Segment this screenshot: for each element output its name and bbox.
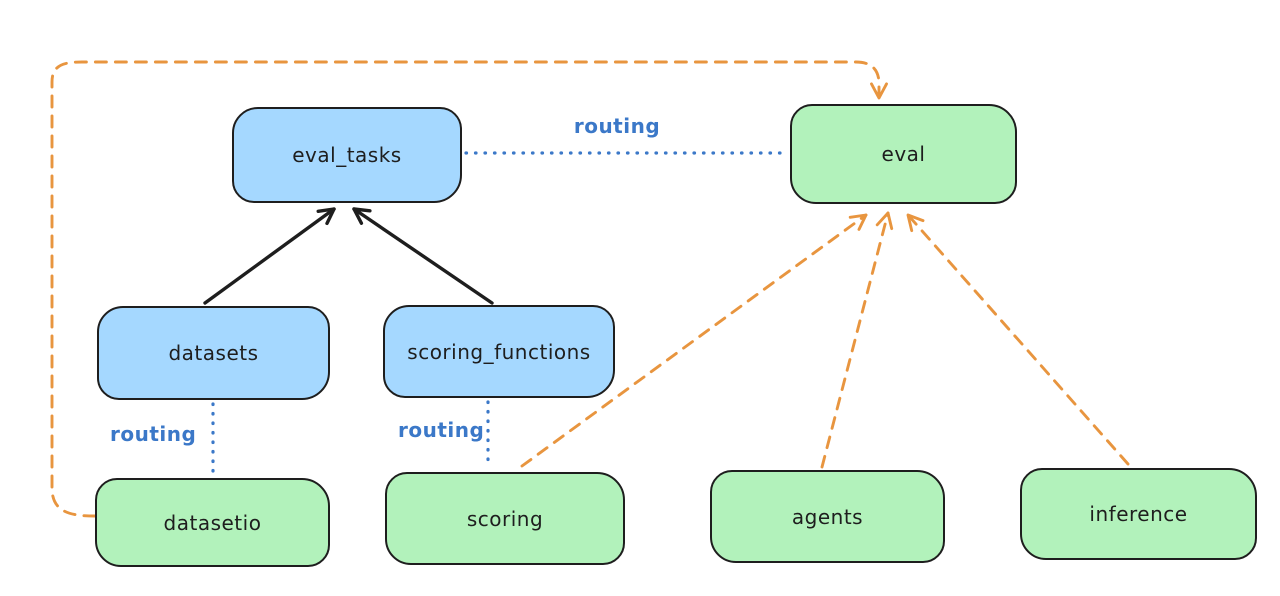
node-datasetio: datasetio bbox=[95, 478, 330, 567]
node-scoring-functions: scoring_functions bbox=[383, 305, 615, 398]
node-inference: inference bbox=[1020, 468, 1257, 560]
edge-scoring-functions-to-eval-tasks bbox=[352, 207, 494, 305]
edge-inference-to-eval bbox=[906, 213, 1130, 466]
edge-scoring-to-eval bbox=[520, 213, 868, 468]
routing-label-eval-tasks-eval: routing bbox=[573, 114, 661, 138]
node-eval-tasks: eval_tasks bbox=[232, 107, 462, 203]
node-datasets-label: datasets bbox=[168, 341, 259, 365]
node-agents-label: agents bbox=[791, 504, 864, 529]
node-inference-label: inference bbox=[1089, 502, 1188, 526]
node-eval: eval bbox=[790, 104, 1017, 204]
node-eval-label: eval bbox=[881, 142, 926, 166]
edge-datasets-to-eval-tasks bbox=[203, 207, 336, 305]
node-eval-tasks-label: eval_tasks bbox=[292, 143, 402, 167]
routing-label-datasets-datasetio: routing bbox=[110, 422, 197, 446]
routing-label-scoring-functions-scoring: routing bbox=[398, 418, 485, 442]
node-datasetio-label: datasetio bbox=[163, 510, 262, 535]
edge-datasetio-to-eval bbox=[50, 60, 888, 518]
node-scoring: scoring bbox=[385, 472, 625, 565]
node-agents: agents bbox=[710, 470, 945, 563]
node-datasets: datasets bbox=[97, 306, 330, 400]
edge-agents-to-eval bbox=[820, 211, 894, 469]
node-scoring-functions-label: scoring_functions bbox=[407, 339, 591, 364]
node-scoring-label: scoring bbox=[466, 506, 544, 531]
